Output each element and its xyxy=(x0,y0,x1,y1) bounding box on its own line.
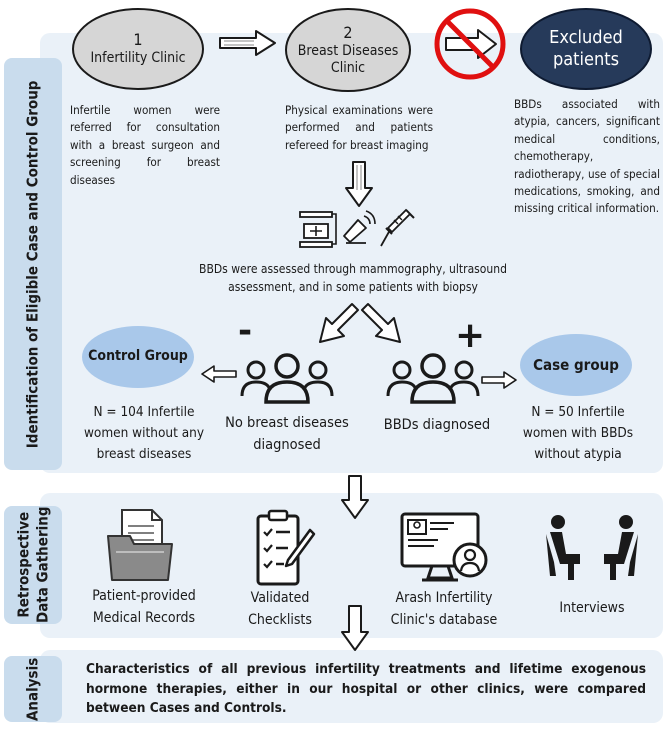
analysis-text: Characteristics of all previous infertil… xyxy=(86,661,646,717)
analysis-panel xyxy=(40,650,663,723)
interview-chairs-icon xyxy=(546,515,638,580)
analysis-side-label: Analysis xyxy=(4,656,62,722)
analysis-label: Analysis xyxy=(23,657,42,721)
down-arrow-icon xyxy=(345,161,373,207)
diagonal-arrow-left-icon xyxy=(319,303,359,343)
no-disease-line1: No breast diseases xyxy=(225,415,349,431)
no-disease-label: No breast diseases diagnosed xyxy=(212,412,362,457)
excluded-description: BBDs associated with atypia, cancers, si… xyxy=(514,97,660,216)
mammography-icon xyxy=(299,211,337,248)
control-group-oval: Control Group xyxy=(82,326,194,388)
right-arrow-icon xyxy=(219,30,276,56)
forbidden-arrow-icon xyxy=(434,8,506,80)
step1-infertility-clinic-oval: 1 Infertility Clinic xyxy=(72,8,204,90)
step2-description: Physical examinations were performed and… xyxy=(285,103,433,152)
database-line1: Arash Infertility xyxy=(395,590,493,606)
checklists-line2: Checklists xyxy=(248,611,312,628)
folder-records-icon xyxy=(107,509,173,581)
identification-side-label: Identification of Eligible Case and Cont… xyxy=(4,58,62,470)
case-group-oval: Case group xyxy=(520,334,632,396)
biopsy-needle-icon xyxy=(380,208,415,247)
excluded-title-line2: patients xyxy=(552,49,620,70)
down-arrow-icon xyxy=(341,475,369,519)
identification-label: Identification of Eligible Case and Cont… xyxy=(23,80,42,448)
step1-title: Infertility Clinic xyxy=(90,50,186,67)
step1-number: 1 xyxy=(133,30,143,50)
retrospective-side-label: Retrospective Data Gathering xyxy=(4,506,62,624)
bbds-diagnosed-label: BBDs diagnosed xyxy=(383,417,491,433)
step2-title-line1: Breast Diseases xyxy=(297,42,399,59)
group-people-icon xyxy=(386,353,480,404)
records-line1: Patient-provided xyxy=(92,588,196,604)
interviews-label: Interviews xyxy=(559,600,625,616)
retrospective-label-line1: Retrospective xyxy=(14,512,33,618)
group-people-icon xyxy=(240,353,334,404)
step2-number: 2 xyxy=(343,22,353,42)
records-line2: Medical Records xyxy=(92,609,196,626)
retrospective-label: Retrospective Data Gathering xyxy=(14,507,52,624)
retrospective-label-line2: Data Gathering xyxy=(33,506,52,624)
excluded-patients-oval: Excluded patients xyxy=(520,8,652,90)
records-label: Patient-provided Medical Records xyxy=(74,586,214,629)
control-description: N = 104 Infertile women without any brea… xyxy=(83,404,205,462)
minus-sign: - xyxy=(238,311,253,351)
case-title: Case group xyxy=(533,355,619,374)
right-small-arrow-icon xyxy=(481,371,517,389)
ultrasound-icon xyxy=(343,210,376,244)
identification-panel xyxy=(40,33,663,473)
excluded-title-line1: Excluded xyxy=(549,26,623,48)
assessment-text: BBDs were assessed through mammography, … xyxy=(199,262,507,294)
database-line2: Clinic's database xyxy=(390,611,498,628)
diagonal-arrow-right-icon xyxy=(361,303,401,343)
down-arrow-icon xyxy=(341,605,369,651)
step2-breast-clinic-oval: 2 Breast Diseases Clinic xyxy=(285,8,411,92)
checklists-label: Validated Checklists xyxy=(232,588,328,631)
step2-title-line2: Clinic xyxy=(330,60,366,76)
plus-sign: + xyxy=(455,315,486,356)
checklists-line1: Validated xyxy=(250,590,310,606)
database-monitor-icon xyxy=(400,512,488,582)
checklist-icon xyxy=(256,509,316,586)
step1-description: Infertile women were referred for consul… xyxy=(70,103,220,187)
database-label: Arash Infertility Clinic's database xyxy=(376,588,512,631)
control-title: Control Group xyxy=(88,348,188,365)
no-disease-line2: diagnosed xyxy=(253,437,321,454)
case-description: N = 50 Infertile women with BBDs without… xyxy=(522,404,634,462)
left-small-arrow-icon xyxy=(201,365,237,383)
